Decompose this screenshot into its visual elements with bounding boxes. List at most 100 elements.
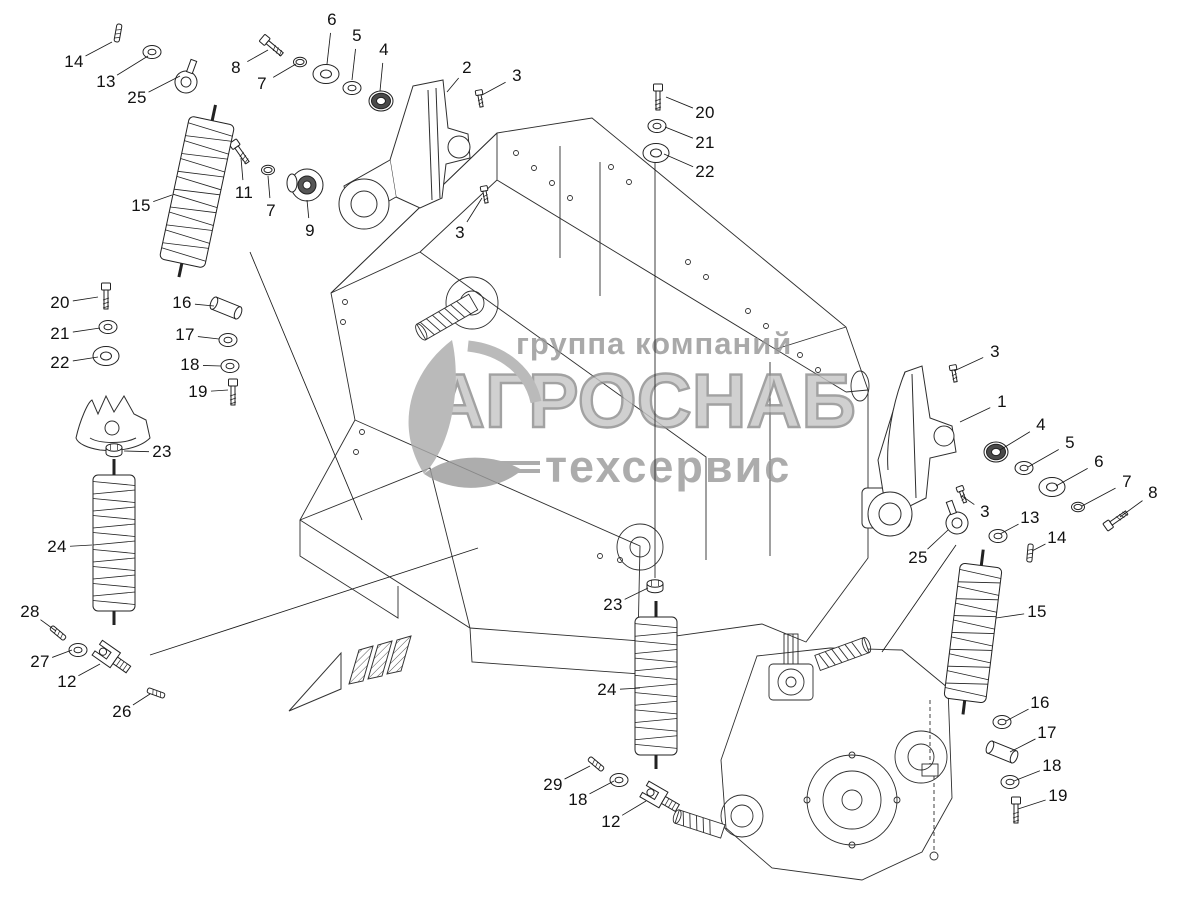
part-screw-icon xyxy=(955,485,968,504)
callout-9: 9 xyxy=(305,221,315,240)
callout-14: 14 xyxy=(1047,528,1067,547)
callout-1: 1 xyxy=(997,392,1007,411)
part-bushing-icon xyxy=(368,90,394,112)
callout-7: 7 xyxy=(257,74,267,93)
part-washer-icon xyxy=(220,359,240,373)
part-spacer-icon xyxy=(985,740,1019,764)
callout-3: 3 xyxy=(980,502,990,521)
callout-6: 6 xyxy=(1094,452,1104,471)
part-washer-icon xyxy=(68,643,88,657)
gearbox xyxy=(672,633,953,881)
callout-8: 8 xyxy=(1148,483,1158,502)
splined-shaft-icon xyxy=(415,293,479,341)
part-bolt-icon xyxy=(228,378,238,406)
part-clevis-icon xyxy=(639,780,681,813)
part-washer-icon xyxy=(1000,775,1020,789)
part-washer-icon xyxy=(142,45,162,59)
part-washer-icon xyxy=(1014,461,1034,475)
part-screw-icon xyxy=(948,364,958,383)
part-bolt-icon xyxy=(1102,510,1129,532)
part-oring-icon xyxy=(261,164,275,176)
part-bigwasher-icon xyxy=(642,143,670,163)
direction-arrow-icon xyxy=(288,635,412,712)
callout-4: 4 xyxy=(379,40,389,59)
part-washer-icon xyxy=(992,715,1012,729)
part-washer-icon xyxy=(342,81,362,95)
callout-11: 11 xyxy=(234,183,254,202)
bracket-1 xyxy=(861,365,957,537)
bracket-2 xyxy=(338,79,471,230)
callout-12: 12 xyxy=(601,812,621,831)
part-nut-icon xyxy=(105,443,123,458)
leader-lines-layer xyxy=(40,32,1143,816)
part-bigwasher-icon xyxy=(92,346,120,366)
callout-17: 17 xyxy=(1037,723,1057,742)
callout-2: 2 xyxy=(462,58,472,77)
callout-23: 23 xyxy=(603,595,623,614)
callout-14: 14 xyxy=(64,52,84,71)
callout-3: 3 xyxy=(512,66,522,85)
part-washer-icon xyxy=(647,119,667,133)
callout-20: 20 xyxy=(695,103,715,122)
callout-15: 15 xyxy=(131,196,151,215)
coil-spring-icon xyxy=(92,459,136,625)
callout-8: 8 xyxy=(231,58,241,77)
callout-5: 5 xyxy=(1065,433,1075,452)
callout-6: 6 xyxy=(327,10,337,29)
callout-16: 16 xyxy=(1030,693,1050,712)
callout-13: 13 xyxy=(1020,508,1040,527)
callout-5: 5 xyxy=(352,26,362,45)
splined-shaft-icon xyxy=(672,809,726,839)
part-spacer-icon xyxy=(209,296,243,320)
part-washer-icon xyxy=(98,320,118,334)
callout-21: 21 xyxy=(50,324,70,343)
part-bolt-icon xyxy=(228,138,250,165)
part-oring-icon xyxy=(1071,501,1085,513)
callout-12: 12 xyxy=(57,672,77,691)
callout-18: 18 xyxy=(180,355,200,374)
part-pin-icon xyxy=(113,23,123,43)
part-hub-icon xyxy=(286,168,324,202)
fork-casting xyxy=(75,394,151,451)
callout-17: 17 xyxy=(175,325,195,344)
bolt-holes xyxy=(340,150,821,563)
callout-3: 3 xyxy=(455,223,465,242)
part-pin-icon xyxy=(1026,543,1034,563)
callout-7: 7 xyxy=(1122,472,1132,491)
callout-29: 29 xyxy=(543,775,563,794)
coil-spring-icon xyxy=(943,549,1003,715)
part-oring-icon xyxy=(293,56,307,68)
coil-spring-icon xyxy=(159,104,235,278)
callout-21: 21 xyxy=(695,133,715,152)
callout-26: 26 xyxy=(112,702,132,721)
callout-27: 27 xyxy=(30,652,50,671)
callout-24: 24 xyxy=(47,537,67,556)
part-bolt-icon xyxy=(1011,796,1021,824)
callout-7: 7 xyxy=(266,201,276,220)
callout-18: 18 xyxy=(1042,756,1062,775)
part-screw-icon xyxy=(479,185,489,204)
part-bolt-icon xyxy=(259,34,284,57)
callout-19: 19 xyxy=(188,382,208,401)
callout-18: 18 xyxy=(568,790,588,809)
part-pin-icon xyxy=(587,756,605,772)
coil-spring-icon xyxy=(634,601,678,769)
callout-23: 23 xyxy=(152,442,172,461)
callout-22: 22 xyxy=(695,162,715,181)
part-rodend-icon xyxy=(174,58,198,94)
callout-19: 19 xyxy=(1048,786,1068,805)
exploded-parts-layer xyxy=(49,23,1129,824)
part-bolt-icon xyxy=(101,282,111,310)
callout-20: 20 xyxy=(50,293,70,312)
splined-shaft-icon xyxy=(814,637,872,671)
callout-24: 24 xyxy=(597,680,617,699)
part-washer-icon xyxy=(609,773,629,787)
callout-4: 4 xyxy=(1036,415,1046,434)
callout-25: 25 xyxy=(908,548,928,567)
callout-28: 28 xyxy=(20,602,40,621)
part-bushing-icon xyxy=(983,441,1009,463)
callout-22: 22 xyxy=(50,353,70,372)
part-rodend-icon xyxy=(945,499,969,535)
